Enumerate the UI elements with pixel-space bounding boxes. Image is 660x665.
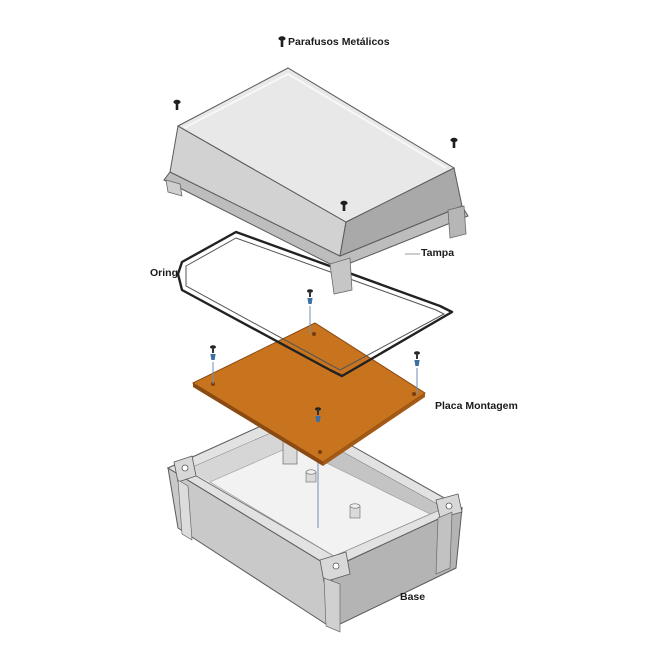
base-label: Base [400, 591, 426, 603]
screw-icon [278, 36, 286, 47]
lid-enclosure [163, 67, 469, 295]
lid-screw-2 [450, 137, 458, 148]
plate-screw-top [307, 289, 313, 334]
mounting-plate-label: Placa Montagem [435, 400, 518, 412]
plate-screw-right [414, 351, 420, 394]
screws-legend: Parafusos Metálicos [278, 36, 390, 48]
base-enclosure [166, 411, 464, 633]
screws-title: Parafusos Metálicos [288, 36, 390, 48]
mounting-plate [191, 322, 426, 466]
oring-gasket [176, 230, 454, 378]
lid-label: Tampa [421, 247, 455, 259]
oring-label: Oring [150, 267, 178, 279]
lid-screw-1 [173, 99, 181, 110]
plate-screw-left [210, 345, 216, 384]
